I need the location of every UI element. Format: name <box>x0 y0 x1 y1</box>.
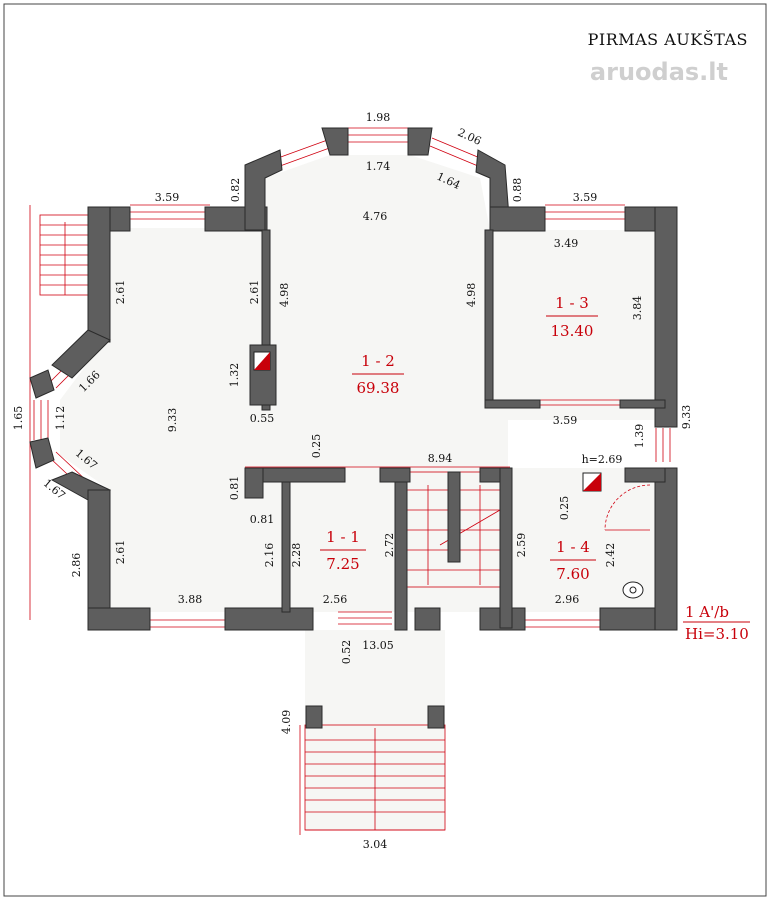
dim-label: 2.28 <box>290 543 303 568</box>
dim-label: 1.98 <box>366 111 391 124</box>
dim-label: 4.09 <box>280 710 293 735</box>
dim-label: 2.06 <box>456 126 484 148</box>
room-id: 1 - 4 <box>556 538 590 556</box>
dim-label: 3.59 <box>553 414 578 427</box>
walls <box>29 127 678 729</box>
dim-label: 9.33 <box>680 405 693 430</box>
plan-title: PIRMAS AUKŠTAS <box>588 29 748 49</box>
room-1-1: 1 - 1 7.25 <box>320 528 366 573</box>
toilet-icon <box>622 581 644 599</box>
dim-label: 2.42 <box>604 543 617 568</box>
dim-label: 0.88 <box>511 178 524 203</box>
dim-label: 2.59 <box>515 533 528 558</box>
stairs-entrance <box>299 724 446 835</box>
dim-label: 0.55 <box>250 412 275 425</box>
dim-label: 8.94 <box>428 452 453 465</box>
dim-label: 0.82 <box>229 178 242 203</box>
room-area: 69.38 <box>357 379 400 397</box>
dim-label: h=2.69 <box>582 453 623 466</box>
dimension-lines <box>29 127 671 628</box>
dim-label: 0.81 <box>228 476 241 501</box>
room-1-4: 1 - 4 7.60 <box>550 538 596 583</box>
floor-area <box>60 155 655 830</box>
dim-label: 2.96 <box>555 593 580 606</box>
dim-label: 2.61 <box>114 540 127 565</box>
dim-label: 1.32 <box>228 363 241 388</box>
dim-label: 3.04 <box>363 838 388 851</box>
dim-label: 4.76 <box>363 210 388 223</box>
stairs-left <box>39 214 91 296</box>
stamp-line-2: Hi=3.10 <box>685 625 749 643</box>
dim-label: 3.84 <box>631 296 644 321</box>
chimney-icon <box>253 351 271 371</box>
dim-label: 3.88 <box>178 593 203 606</box>
dim-label: 1.39 <box>633 424 646 449</box>
room-id: 1 - 3 <box>555 294 589 312</box>
dim-label: 0.81 <box>250 513 275 526</box>
dim-label: 2.61 <box>114 280 127 305</box>
dim-label: 2.72 <box>383 533 396 558</box>
dim-label: 9.33 <box>166 408 179 433</box>
dim-label: 0.25 <box>310 434 323 459</box>
door-swing-icon <box>604 484 651 531</box>
room-1-3: 1 - 3 13.40 <box>546 294 598 340</box>
room-id: 1 - 2 <box>361 352 395 370</box>
dim-label: 1.12 <box>54 406 67 431</box>
dim-label: 2.16 <box>263 543 276 568</box>
room-area: 7.60 <box>556 565 589 583</box>
dim-label: 1.74 <box>366 160 391 173</box>
dim-label: 2.56 <box>323 593 348 606</box>
dim-label: 3.49 <box>554 237 579 250</box>
dim-label: 4.98 <box>465 283 478 308</box>
boiler-icon <box>582 472 602 492</box>
room-id: 1 - 1 <box>326 528 360 546</box>
dim-label: 2.86 <box>70 553 83 578</box>
dim-label: 0.52 <box>340 640 353 665</box>
dim-label: 4.98 <box>278 283 291 308</box>
dim-label: 0.25 <box>558 496 571 521</box>
dim-label: 3.59 <box>155 191 180 204</box>
room-area: 13.40 <box>551 322 594 340</box>
dim-label: 2.61 <box>248 280 261 305</box>
dimension-labels: 1.98 2.06 1.74 1.64 0.82 0.88 3.59 3.59 … <box>12 111 693 851</box>
page-frame <box>3 3 767 897</box>
dim-label: 3.59 <box>573 191 598 204</box>
room-area: 7.25 <box>326 555 359 573</box>
watermark: aruodas.lt <box>590 58 728 86</box>
dim-label: 13.05 <box>362 639 394 652</box>
dim-label: 1.65 <box>12 406 25 431</box>
room-1-2: 1 - 2 69.38 <box>352 352 404 397</box>
stamp-line-1: 1 A'/b <box>685 603 729 621</box>
classification-stamp: 1 A'/b Hi=3.10 <box>683 603 750 643</box>
